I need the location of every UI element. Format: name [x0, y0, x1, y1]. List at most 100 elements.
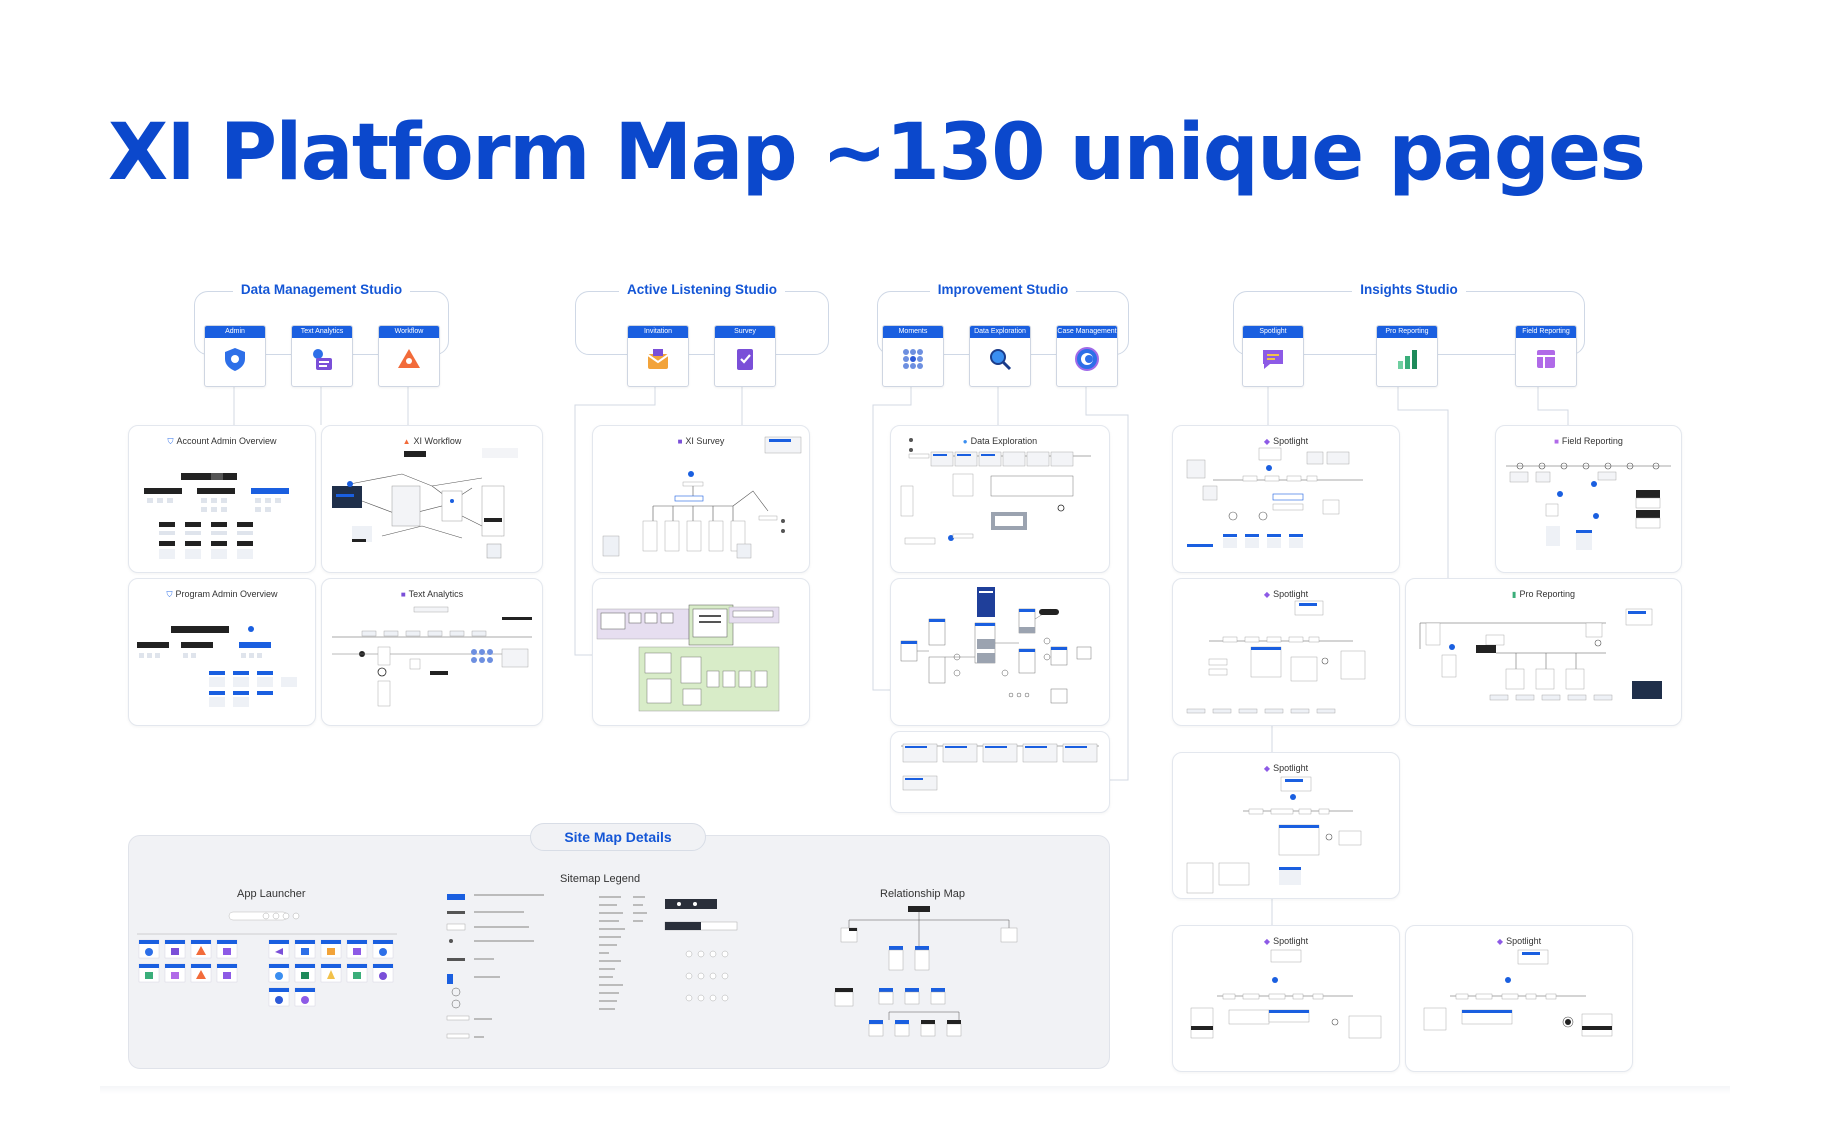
site-map-details-panel: App Launcher Sitemap Legend Relationship…: [128, 835, 1110, 1069]
bar-chart-icon: [1398, 350, 1417, 369]
shield-icon: ⛉: [167, 437, 174, 446]
app-moments[interactable]: Moments: [882, 325, 944, 387]
text-analytics-icon: [313, 349, 332, 370]
sitemap-thumbnail: [596, 604, 780, 712]
survey-icon: ■: [677, 437, 683, 446]
panel-spotlight-1[interactable]: ◆Spotlight: [1172, 425, 1400, 573]
panel-spotlight-3[interactable]: ◆Spotlight: [1172, 752, 1400, 899]
bar-chart-icon: ▮: [1512, 590, 1517, 599]
panel-title: Pro Reporting: [1519, 589, 1575, 599]
magnifier-icon: ●: [962, 437, 968, 446]
chat-bubble-icon: ◆: [1496, 937, 1504, 946]
panel-spotlight-4[interactable]: ◆Spotlight: [1172, 925, 1400, 1072]
panel-program-admin-overview[interactable]: ⛉Program Admin Overview: [128, 578, 316, 726]
sitemap-thumbnail: [1186, 447, 1363, 548]
panel-title: Data Exploration: [970, 436, 1038, 446]
chat-bubble-icon: [1263, 350, 1283, 369]
app-label: Case Management: [1057, 326, 1117, 338]
app-launcher-title: App Launcher: [237, 888, 306, 900]
app-field-reporting[interactable]: Field Reporting: [1515, 325, 1577, 387]
bottom-divider: [100, 1086, 1730, 1094]
app-label: Spotlight: [1243, 326, 1303, 338]
panel-account-admin-overview[interactable]: ⛉Account Admin Overview: [128, 425, 316, 573]
app-invitation[interactable]: Invitation: [627, 325, 689, 387]
shield-icon: [225, 348, 245, 371]
app-survey[interactable]: Survey: [714, 325, 776, 387]
panel-case-management-sitemap[interactable]: [890, 731, 1110, 813]
panel-title: Spotlight: [1506, 936, 1542, 946]
panel-moments-sitemap[interactable]: [890, 578, 1110, 726]
panel-title: XI Workflow: [413, 436, 462, 446]
panel-pro-reporting[interactable]: ▮Pro Reporting: [1405, 578, 1682, 726]
app-label: Field Reporting: [1516, 326, 1576, 338]
moments-icon: [903, 349, 923, 369]
studio-title: Active Listening Studio: [618, 282, 785, 297]
sitemap-thumbnail: [900, 587, 1092, 704]
workflow-icon: ▲: [402, 437, 411, 446]
panel-spotlight-2[interactable]: ◆Spotlight: [1172, 578, 1400, 726]
sitemap-thumbnail: [1419, 608, 1662, 701]
sitemap-thumbnail: [900, 438, 1091, 545]
sitemap-thumbnail: [332, 448, 518, 559]
sitemap-thumbnail: [602, 436, 802, 559]
sitemap-thumbnail: [901, 743, 1099, 791]
app-pro-reporting[interactable]: Pro Reporting: [1376, 325, 1438, 387]
app-text-analytics[interactable]: Text Analytics: [291, 325, 353, 387]
app-label: Text Analytics: [292, 326, 352, 338]
survey-icon: [737, 349, 753, 370]
sitemap-thumbnail: [1186, 600, 1366, 714]
panel-spotlight-5[interactable]: ◆Spotlight: [1405, 925, 1633, 1072]
details-thumbnails: [137, 894, 1018, 1039]
panel-title: Spotlight: [1273, 763, 1309, 773]
app-label: Survey: [715, 326, 775, 338]
chat-bubble-icon: ◆: [1263, 937, 1271, 946]
case-management-icon: [1075, 347, 1099, 371]
panel-field-reporting[interactable]: ■Field Reporting: [1495, 425, 1682, 573]
chat-bubble-icon: ◆: [1263, 590, 1271, 599]
magnifier-icon: [990, 349, 1012, 371]
sitemap-thumbnail: [137, 626, 297, 707]
panel-title: Text Analytics: [408, 589, 464, 599]
panel-title: Field Reporting: [1561, 436, 1623, 446]
field-reporting-icon: [1537, 350, 1555, 368]
panel-text-analytics[interactable]: ■Text Analytics: [321, 578, 543, 726]
chat-bubble-icon: ◆: [1263, 764, 1271, 773]
panel-title: XI Survey: [685, 436, 725, 446]
panel-data-exploration[interactable]: ●Data Exploration: [890, 425, 1110, 573]
field-reporting-icon: ■: [1554, 437, 1559, 446]
panel-invitation-sitemap[interactable]: [592, 578, 810, 726]
app-workflow[interactable]: Workflow: [378, 325, 440, 387]
envelope-icon: [647, 349, 669, 369]
app-label: Invitation: [628, 326, 688, 338]
sitemap-thumbnail: [1186, 776, 1362, 894]
panel-title: Program Admin Overview: [175, 589, 278, 599]
panel-title: Spotlight: [1273, 589, 1309, 599]
sitemap-thumbnail: [1190, 949, 1382, 1039]
panel-xi-workflow[interactable]: ▲XI Workflow: [321, 425, 543, 573]
app-label: Moments: [883, 326, 943, 338]
app-admin[interactable]: Admin: [204, 325, 266, 387]
app-data-exploration[interactable]: Data Exploration: [969, 325, 1031, 387]
studio-title: Data Management Studio: [232, 282, 411, 297]
app-label: Workflow: [379, 326, 439, 338]
sitemap-thumbnail: [144, 473, 289, 559]
panel-title: Spotlight: [1273, 936, 1309, 946]
app-spotlight[interactable]: Spotlight: [1242, 325, 1304, 387]
sitemap-thumbnail: [332, 606, 532, 707]
sitemap-thumbnail: [1506, 462, 1671, 550]
panel-xi-survey[interactable]: ■XI Survey: [592, 425, 810, 573]
active-listening-studio: Active Listening Studio: [575, 282, 829, 355]
app-label: Admin: [205, 326, 265, 338]
shield-icon: ⛉: [166, 590, 173, 599]
app-label: Data Exploration: [970, 326, 1030, 338]
app-label: Pro Reporting: [1377, 326, 1437, 338]
app-case-management[interactable]: Case Management: [1056, 325, 1118, 387]
sitemap-thumbnail: [1423, 949, 1613, 1037]
text-analytics-icon: ■: [400, 590, 406, 599]
site-map-details-title: Site Map Details: [530, 823, 706, 851]
studio-title: Insights Studio: [1352, 282, 1466, 297]
page-title: XI Platform Map ~130 unique pages: [108, 108, 1646, 198]
chat-bubble-icon: ◆: [1263, 437, 1271, 446]
sitemap-legend-title: Sitemap Legend: [560, 873, 641, 885]
panel-title: Spotlight: [1273, 436, 1309, 446]
